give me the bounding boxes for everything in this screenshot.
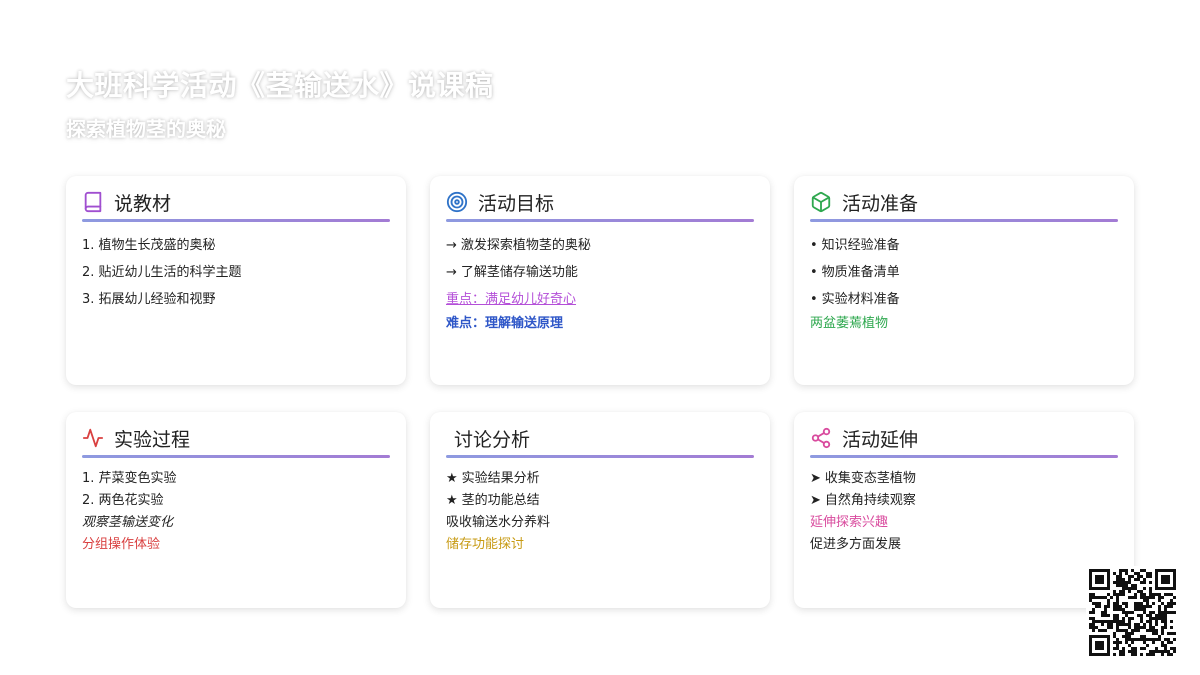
- card-activity-preparation: 活动准备 •知识经验准备 •物质准备清单 •实验材料准备 两盆萎蔫植物: [794, 176, 1134, 385]
- list-item: ➤自然角持续观察: [810, 493, 916, 508]
- card-divider: [82, 455, 390, 458]
- card-activity-goals: 活动目标 →激发探索植物茎的奥秘 →了解茎储存输送功能 重点：满足幼儿好奇心 难…: [430, 176, 770, 385]
- list-item: 3. 拓展幼儿经验和视野: [82, 292, 216, 307]
- card-experiment-process: 实验过程 1. 芹菜变色实验 2. 两色花实验 观察茎输送变化 分组操作体验: [66, 412, 406, 608]
- list-item: 2. 贴近幼儿生活的科学主题: [82, 265, 242, 280]
- card-title: 实验过程: [114, 428, 191, 451]
- list-item: 1. 芹菜变色实验: [82, 471, 177, 486]
- qr-code-graphic: [1089, 569, 1176, 656]
- target-icon: [446, 191, 468, 213]
- highlight-note: 分组操作体验: [82, 537, 161, 552]
- highlight-note: 储存功能探讨: [446, 537, 525, 552]
- plain-note: 促进多方面发展: [810, 537, 902, 552]
- card-title: 讨论分析: [454, 428, 531, 451]
- difficulty-point: 难点：理解输送原理: [446, 316, 564, 331]
- share-icon: [810, 427, 832, 449]
- card-title: 活动准备: [842, 192, 919, 215]
- italic-note: 观察茎输送变化: [82, 515, 174, 530]
- card-divider: [446, 455, 754, 458]
- focus-point-link[interactable]: 重点：满足幼儿好奇心: [446, 292, 577, 307]
- list-item: →激发探索植物茎的奥秘: [446, 238, 591, 253]
- list-item: 1. 植物生长茂盛的奥秘: [82, 238, 216, 253]
- page-title: 大班科学活动《茎输送水》说课稿: [66, 69, 494, 102]
- highlight-note: 延伸探索兴趣: [810, 515, 889, 530]
- card-title: 活动目标: [478, 192, 555, 215]
- list-item: •物质准备清单: [810, 265, 900, 280]
- card-discussion-analysis: 讨论分析 ★实验结果分析 ★茎的功能总结 吸收输送水分养料 储存功能探讨: [430, 412, 770, 608]
- plain-note: 吸收输送水分养料: [446, 515, 551, 530]
- activity-icon: [82, 427, 104, 449]
- card-divider: [446, 219, 754, 222]
- card-teaching-material: 说教材 1. 植物生长茂盛的奥秘 2. 贴近幼儿生活的科学主题 3. 拓展幼儿经…: [66, 176, 406, 385]
- card-activity-extension: 活动延伸 ➤收集变态茎植物 ➤自然角持续观察 延伸探索兴趣 促进多方面发展: [794, 412, 1134, 608]
- card-title: 活动延伸: [842, 428, 919, 451]
- list-item: →了解茎储存输送功能: [446, 265, 578, 280]
- list-item: ➤收集变态茎植物: [810, 471, 916, 486]
- cube-icon: [810, 191, 832, 213]
- card-divider: [810, 219, 1118, 222]
- qr-code: [1086, 566, 1180, 660]
- list-item: ★实验结果分析: [446, 471, 540, 486]
- book-icon: [82, 191, 104, 213]
- card-title: 说教材: [114, 192, 172, 215]
- highlight-note: 两盆萎蔫植物: [810, 316, 889, 331]
- list-item: •知识经验准备: [810, 238, 900, 253]
- list-item: ★茎的功能总结: [446, 493, 540, 508]
- page-subtitle: 探索植物茎的奥秘: [66, 117, 226, 141]
- list-item: •实验材料准备: [810, 292, 900, 307]
- card-divider: [82, 219, 390, 222]
- card-divider: [810, 455, 1118, 458]
- list-item: 2. 两色花实验: [82, 493, 164, 508]
